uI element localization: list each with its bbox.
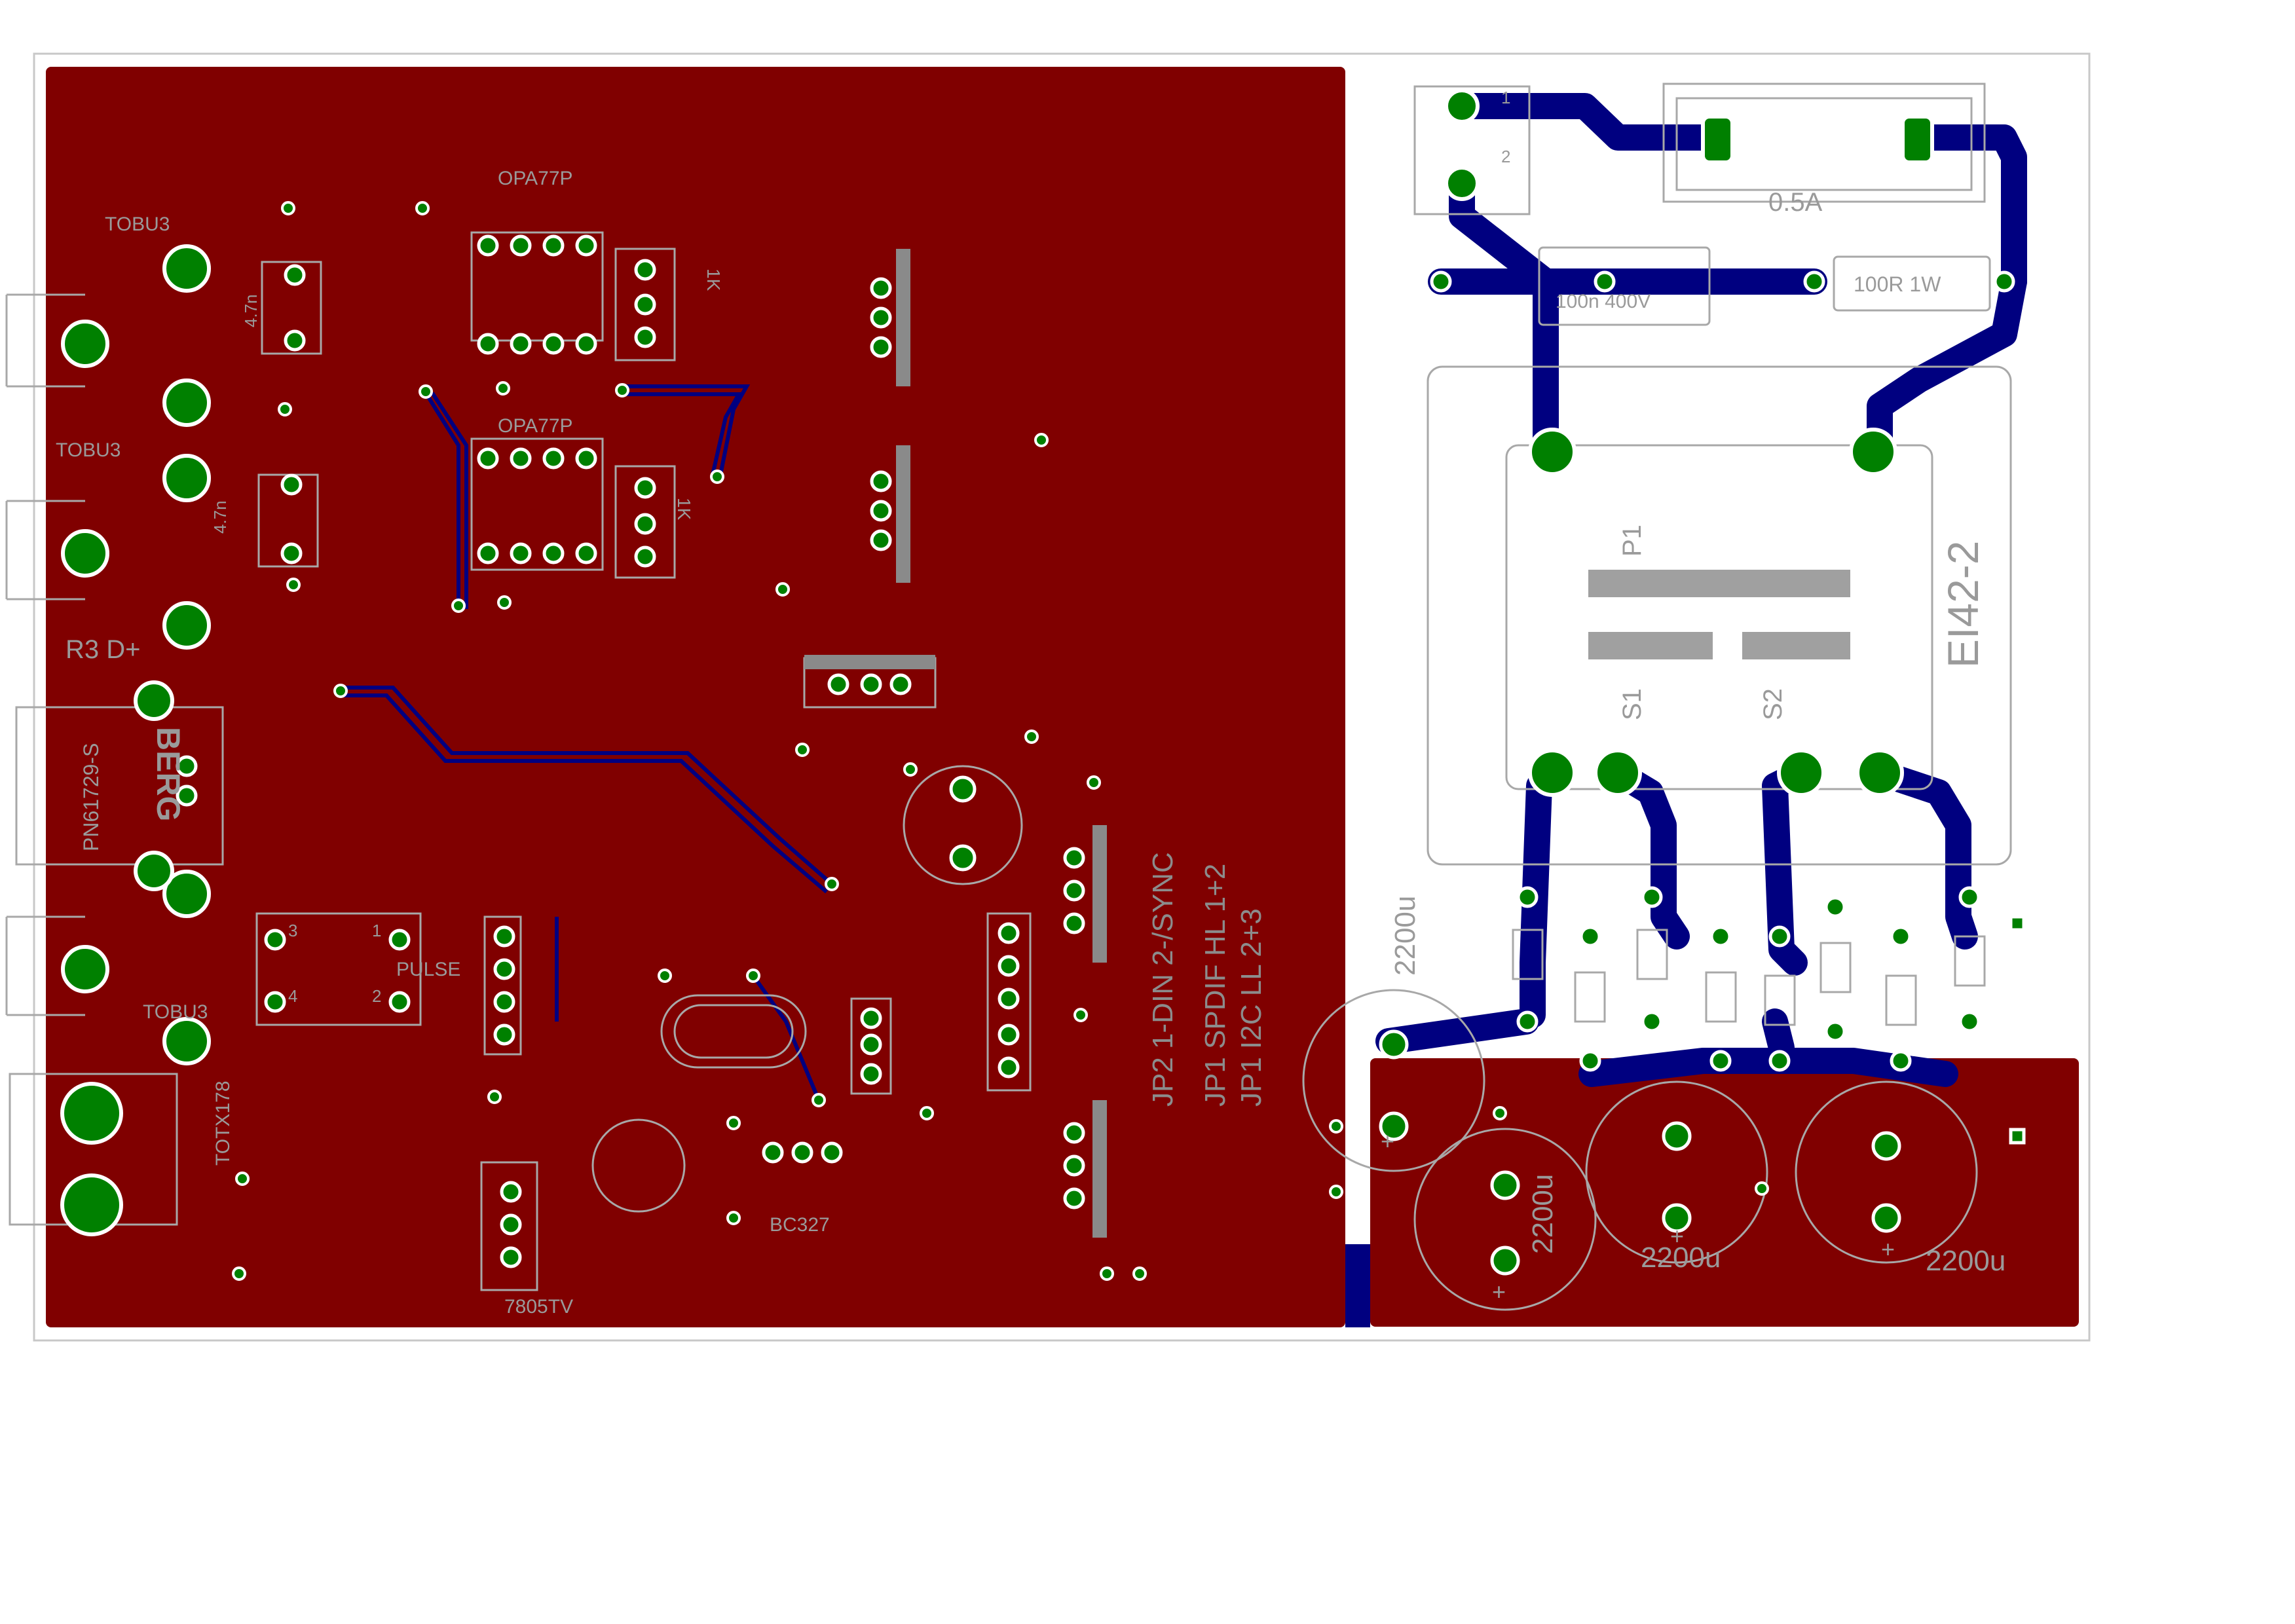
label-res-100r: 100R 1W [1854, 272, 1941, 296]
silkscreen [5, 83, 2012, 1311]
label-plus-2: + [1492, 1278, 1506, 1305]
label-2200u-3: 2200u [1641, 1242, 1721, 1274]
label-cap-47n-1: 4.7n [241, 294, 261, 327]
label-2200u-2: 2200u [1527, 1174, 1559, 1254]
label-s2: S2 [1759, 688, 1787, 720]
copper-pour-psu [1370, 1058, 2079, 1327]
label-s1: S1 [1618, 688, 1647, 720]
label-cap-47n-2: 4.7n [210, 500, 230, 534]
pads-small [176, 234, 2026, 1276]
label-pn61729: PN61729-S [79, 743, 103, 851]
label-2200u-1: 2200u [1389, 896, 1421, 976]
label-plus-1: + [1381, 1128, 1394, 1154]
label-plus-3: + [1670, 1223, 1684, 1249]
label-1k-top: 1K [703, 268, 724, 291]
label-1k-bottom: 1K [674, 498, 694, 521]
label-transformer: EI42-2 [1939, 541, 1987, 668]
transformer-windings [1588, 570, 1850, 659]
label-pin-3: 3 [288, 921, 297, 940]
label-tobu3-1: TOBU3 [105, 213, 170, 235]
label-pin-2a: 2 [1501, 147, 1510, 166]
label-p1: P1 [1618, 525, 1647, 557]
label-pin-1a: 1 [1501, 88, 1510, 107]
label-totx178: TOTX178 [212, 1080, 234, 1166]
label-fuse: 0.5A [1768, 188, 1823, 217]
label-tobu3-3: TOBU3 [143, 1001, 208, 1023]
board-outline [33, 52, 2091, 1342]
label-pin-4: 4 [288, 986, 297, 1006]
label-opa77p-top: OPA77P [498, 168, 573, 189]
label-7805tv: 7805TV [504, 1296, 573, 1318]
label-cap-100n: 100n 400V [1556, 291, 1651, 312]
copper-gap [1345, 1244, 1370, 1327]
label-pin-1b: 1 [372, 921, 381, 940]
label-jp1-line1: JP1 SPDIF HL 1+2 [1199, 864, 1231, 1107]
pads-large [60, 88, 1934, 1236]
label-jp1-line2: JP1 I2C LL 2+3 [1235, 908, 1267, 1107]
psu-traces [1375, 93, 2027, 1087]
label-2200u-4: 2200u [1926, 1245, 2006, 1277]
silk-labels: OPA77P OPA77P 1K 1K TOBU3 TOBU3 TOBU3 4.… [56, 88, 2006, 1318]
label-tobu3-2: TOBU3 [56, 439, 121, 461]
copper-pour-main [46, 67, 1345, 1327]
signal-traces [341, 384, 833, 1101]
label-plus-4: + [1881, 1236, 1895, 1263]
vias [232, 201, 1769, 1281]
label-r3-dplus: R3 D+ [65, 635, 141, 664]
label-bc327: BC327 [770, 1214, 830, 1236]
label-pulse: PULSE [396, 959, 460, 980]
label-jp2: JP2 1-DIN 2-/SYNC [1147, 852, 1179, 1107]
label-opa77p-bottom: OPA77P [498, 415, 573, 437]
label-pin-2b: 2 [372, 986, 381, 1006]
label-berg: BERG [150, 727, 187, 821]
header-bars [804, 249, 1107, 1238]
